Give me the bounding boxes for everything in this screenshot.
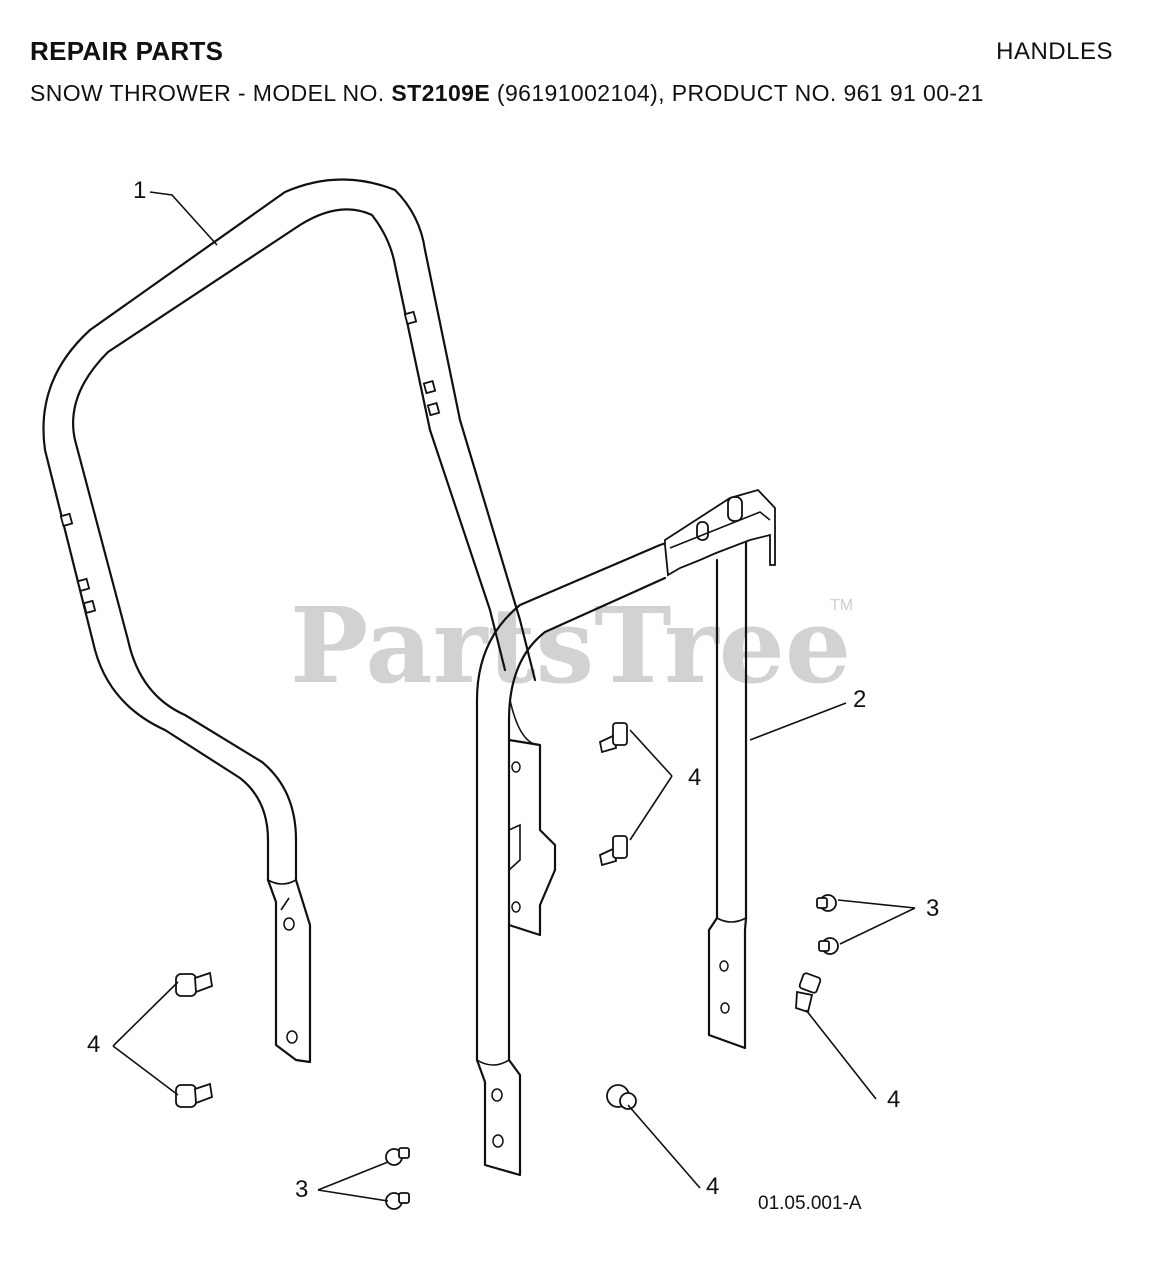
bolt-center-upper-b [598, 835, 628, 867]
bolt-left-a [175, 971, 214, 997]
leader-lines [112, 191, 916, 1202]
bolt-left-b [175, 1082, 214, 1108]
model-subtitle: SNOW THROWER - MODEL NO. ST2109E (961910… [30, 80, 984, 107]
screw-left-a [385, 1147, 410, 1166]
watermark-trademark: TM [830, 597, 853, 614]
page-title: REPAIR PARTS [30, 36, 224, 66]
drawing-reference: 01.05.001-A [758, 1193, 862, 1214]
callout-3-left: 3 [295, 1176, 308, 1203]
lower-handle [475, 488, 776, 1177]
section-title: HANDLES [996, 38, 1113, 65]
upper-handle [42, 178, 537, 1064]
screw-right-b [818, 937, 839, 955]
callout-4-bottom: 4 [706, 1173, 719, 1200]
callout-4-center: 4 [688, 764, 701, 791]
callout-1: 1 [133, 177, 146, 204]
screw-right-a [816, 894, 837, 912]
watermark: PartsTree [290, 584, 851, 707]
nut-bottom [606, 1084, 637, 1110]
screw-left-b [385, 1192, 410, 1210]
callout-3-right: 3 [926, 895, 939, 922]
callout-2: 2 [853, 686, 866, 713]
subtitle-prefix: SNOW THROWER - MODEL NO. [30, 80, 385, 106]
subtitle-suffix: (96191002104), PRODUCT NO. 961 91 00-21 [496, 80, 984, 106]
callout-4-right: 4 [887, 1086, 900, 1113]
model-number: ST2109E [391, 80, 491, 106]
bolt-right [795, 972, 822, 1014]
bolt-center-upper-a [598, 722, 628, 754]
callout-4-left: 4 [87, 1031, 100, 1058]
